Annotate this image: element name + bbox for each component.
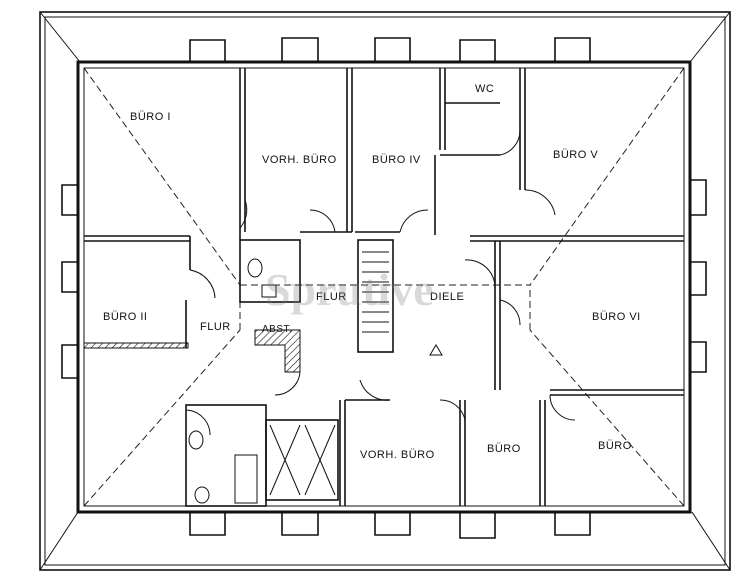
- interior-walls: [83, 68, 684, 507]
- room-label-buro-6: BÜRO VI: [592, 311, 641, 323]
- room-label-buro-2: BÜRO II: [103, 311, 147, 323]
- room-label-buro-small: BÜRO: [487, 443, 521, 455]
- exterior-wall: [76, 60, 692, 514]
- door-swings: [185, 129, 576, 436]
- room-label-flur-center: FLUR: [316, 291, 347, 303]
- room-label-vorh-buro-bottom: VORH. BÜRO: [360, 449, 435, 461]
- watermark: Sprutive: [265, 264, 434, 315]
- outer-frame: [39, 11, 731, 571]
- room-label-vorh-buro-top: VORH. BÜRO: [262, 154, 337, 166]
- room-label-buro-4: BÜRO IV: [372, 154, 421, 166]
- room-label-flur-left: FLUR: [200, 321, 231, 333]
- dormers-sides: [61, 179, 707, 379]
- room-labels: BÜRO I VORH. BÜRO BÜRO IV WC BÜRO V FLUR…: [103, 83, 641, 461]
- room-label-buro-1: BÜRO I: [130, 111, 171, 123]
- fixtures: [188, 258, 443, 504]
- dormers-bottom: [189, 512, 591, 539]
- room-label-buro-bottom-right: BÜRO: [598, 440, 632, 452]
- room-label-abst: ABST.: [262, 324, 292, 335]
- roof-lines: [83, 67, 685, 507]
- room-label-buro-5: BÜRO V: [553, 149, 598, 161]
- room-label-diele: DIELE: [430, 291, 464, 303]
- room-label-wc: WC: [475, 83, 494, 95]
- stair-treads: [362, 251, 389, 333]
- dormers-top: [189, 37, 591, 62]
